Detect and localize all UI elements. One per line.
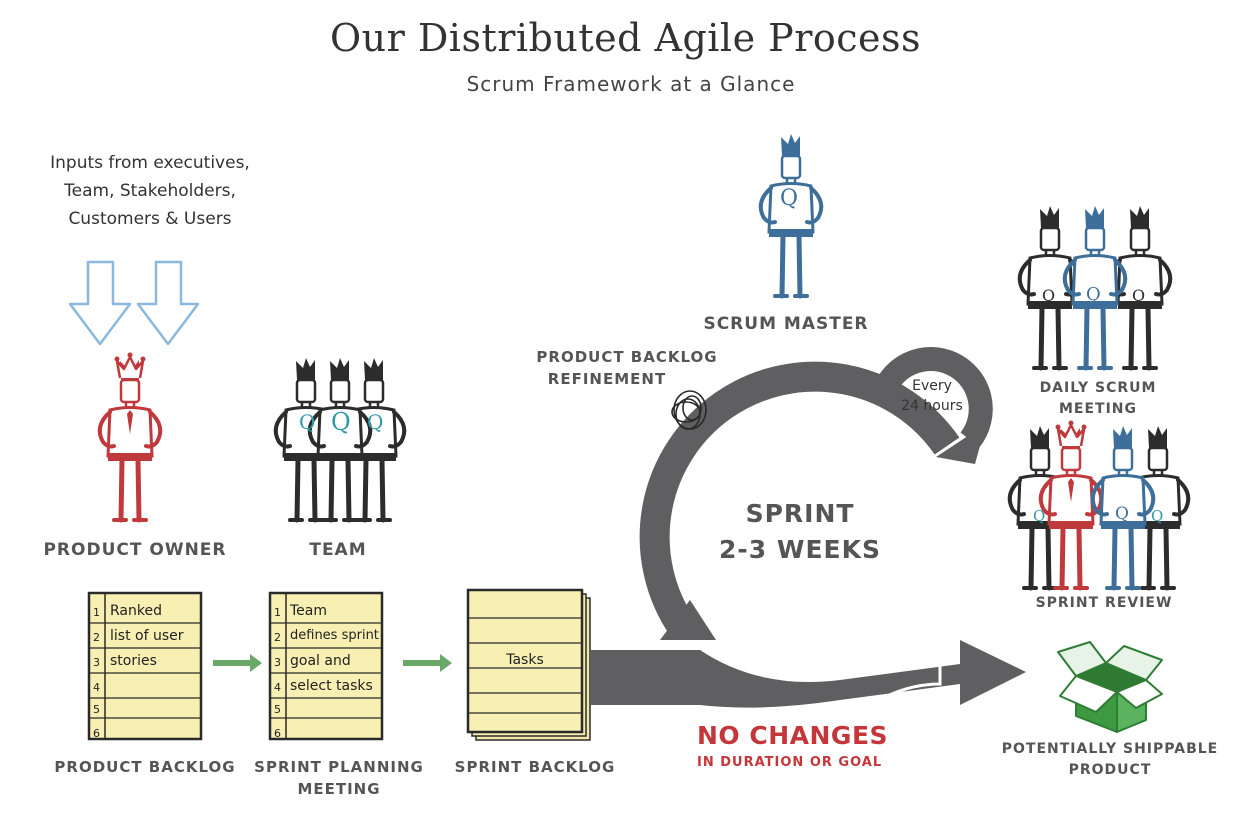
release-arrow [590,640,1026,708]
sprint-planning-line-1: SPRINT PLANNING [254,758,424,776]
shippable-product-line-1: POTENTIALLY SHIPPABLE [1001,741,1219,757]
no-changes-detail: IN DURATION OR GOAL [697,755,883,770]
pb-row-number-2: 2 [93,631,100,644]
sprint-review-label: SPRINT REVIEW [1035,595,1173,611]
daily-cycle-label: Every 24 hours [892,376,972,416]
daily-cycle-line-1: Every [912,378,952,394]
product-backlog-sheet [87,591,203,741]
daily-cycle-arrow [870,347,993,464]
team-figure-letter-left: Q [299,410,316,434]
review-figure-letter-3: Q [1151,507,1164,525]
sprint-backlog-stack [466,588,591,741]
daily-scrum-line-2: MEETING [1058,401,1138,417]
no-changes-headline: NO CHANGES [697,721,889,750]
inputs-line-2: Team, Stakeholders, [64,181,236,201]
sp-row-text-4: select tasks [290,678,373,694]
sp-row-text-2: defines sprint [290,628,379,643]
sp-row-number-5: 5 [274,703,281,716]
daily-scrum-line-1: DAILY SCRUM [1039,380,1157,396]
pb-row-text-2: list of user [110,628,184,644]
sp-row-number-6: 6 [274,727,281,740]
daily-scrum-label: DAILY SCRUM MEETING [1020,378,1176,420]
refinement-line-2: REFINEMENT [547,370,667,388]
scrum-master-letter: Q [780,186,799,211]
refinement-label: PRODUCT BACKLOG REFINEMENT [520,346,734,390]
daily-figure-letter-3: Q [1132,286,1146,305]
inputs-line-1: Inputs from executives, [50,153,250,173]
scrum-master-figure [761,134,821,296]
sprint-line-2: 2-3 WEEKS [719,535,881,564]
sp-row-number-3: 3 [274,656,281,669]
team-label: TEAM [309,540,367,560]
daily-figure-letter-1: Q [1042,286,1056,305]
shippable-box [1057,641,1163,733]
product-backlog-label: PRODUCT BACKLOG [54,758,236,776]
pb-row-text-3: stories [110,653,157,669]
pb-row-number-5: 5 [93,703,100,716]
sprint-planning-line-2: MEETING [297,780,381,798]
daily-figure-letter-2: Q [1086,284,1101,305]
review-figure-letter-1: Q [1033,507,1046,525]
daily-cycle-line-2: 24 hours [901,398,963,414]
sprint-planning-label: SPRINT PLANNING MEETING [244,756,434,800]
sprint-line-1: SPRINT [745,499,855,528]
flow-arrow-1 [213,654,262,672]
pb-row-number-6: 6 [93,727,100,740]
sp-row-text-1: Team [290,603,328,619]
input-arrow-left [68,260,132,346]
inputs-line-3: Customers & Users [68,209,232,229]
page-subtitle: Scrum Framework at a Glance [466,72,796,96]
product-owner-label: PRODUCT OWNER [43,540,227,560]
shippable-product-label: POTENTIALLY SHIPPABLE PRODUCT [996,739,1224,781]
sprint-review-figures [1010,419,1188,589]
flow-arrows [213,654,452,672]
input-arrow-right [136,260,200,346]
sp-row-text-3: goal and [290,653,351,669]
sprint-backlog-label: SPRINT BACKLOG [454,758,616,776]
sprint-label: SPRINT 2-3 WEEKS [700,496,900,568]
sp-row-number-4: 4 [274,681,281,694]
page-title: Our Distributed Agile Process [329,16,922,60]
product-owner-figure [100,351,160,521]
sprint-planning-sheet [268,591,384,741]
refinement-line-1: PRODUCT BACKLOG [536,348,718,366]
sp-row-number-2: 2 [274,631,281,644]
review-figure-letter-2: Q [1115,504,1129,524]
pb-row-number-3: 3 [93,656,100,669]
sprint-backlog-tasks: Tasks [506,652,544,668]
shippable-product-line-2: PRODUCT [1068,762,1152,778]
team-figure-letter-right: Q [367,410,384,434]
pb-row-number-1: 1 [93,606,100,619]
team-figure-letter-center: Q [331,408,351,436]
sp-row-number-1: 1 [274,606,281,619]
input-arrows [68,260,200,346]
scrum-master-label: SCRUM MASTER [703,314,869,334]
inputs-text: Inputs from executives, Team, Stakeholde… [20,149,280,233]
refinement-scribble [671,390,707,430]
pb-row-text-1: Ranked [110,603,162,619]
pb-row-number-4: 4 [93,681,100,694]
flow-arrow-2 [403,654,452,672]
team-figures [276,358,404,520]
